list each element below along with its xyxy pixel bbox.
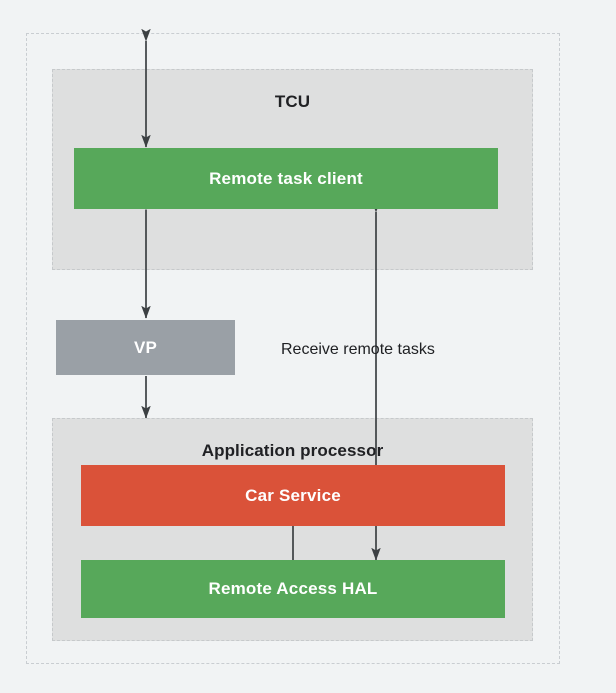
block-car-service[interactable]: Car Service — [81, 465, 505, 526]
block-remote-access-hal[interactable]: Remote Access HAL — [81, 560, 505, 618]
block-remote-access-hal-label: Remote Access HAL — [208, 579, 378, 598]
system-boundary — [26, 33, 560, 664]
block-remote-task-client[interactable]: Remote task client — [74, 148, 498, 209]
block-vp-label: VP — [133, 337, 158, 357]
block-remote-task-client-label: Remote task client — [209, 168, 363, 188]
group-tcu-label: TCU — [274, 92, 311, 111]
block-vp[interactable]: VP — [56, 320, 235, 375]
edge-label-receive-remote-tasks: Receive remote tasks — [281, 341, 435, 358]
group-application-processor-label: Application processor — [201, 441, 384, 460]
block-car-service-label: Car Service — [245, 485, 341, 505]
